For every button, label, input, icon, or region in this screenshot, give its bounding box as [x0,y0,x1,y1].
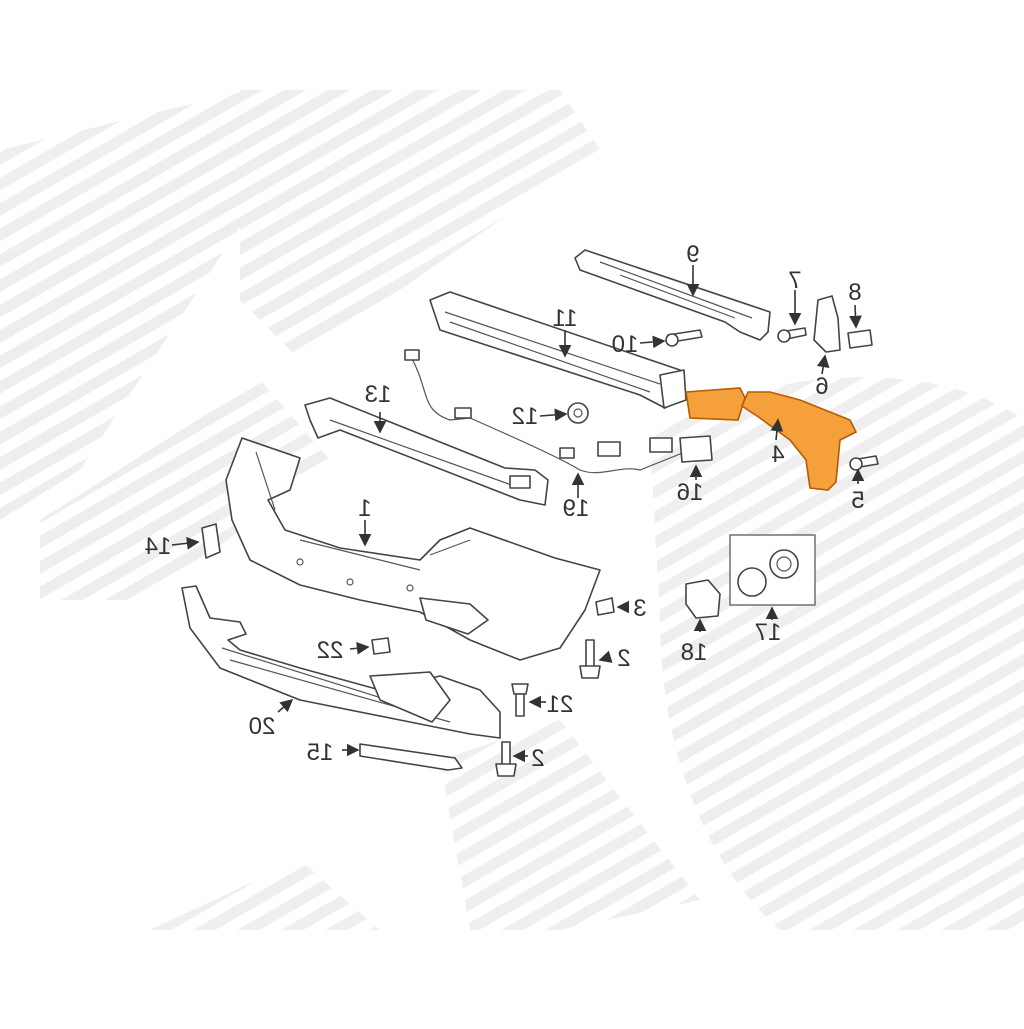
label-11: 11 [553,305,578,332]
label-19: 19 [563,495,590,522]
label-15: 15 [307,739,334,766]
part-9-absorber[interactable] [574,249,771,341]
label-8: 8 [848,279,861,306]
watermark-shape-corner [150,860,380,930]
label-13: 13 [365,381,392,408]
part-19-wiring-harness[interactable] [404,349,691,474]
part-12-nut[interactable] [567,402,589,424]
label-6: 6 [815,373,828,400]
part-17-sensor-set[interactable] [729,534,816,606]
part-14-reflector[interactable] [201,523,221,559]
part-6-bracket[interactable] [813,295,841,353]
label-9: 9 [686,241,699,268]
label-14: 14 [145,533,172,560]
watermark-shape-mid [40,380,330,600]
label-18: 18 [681,639,708,666]
label-10: 10 [612,331,639,358]
label-7: 7 [788,267,801,294]
part-10-bolt[interactable] [665,329,703,347]
part-2-bolt-upper[interactable] [579,639,601,679]
callout-labels: 9 11 10 7 8 6 12 13 4 5 16 19 1 14 3 17 … [145,241,865,772]
label-2-upper: 2 [617,645,630,672]
part-1-bumper-cover[interactable] [225,437,601,661]
part-7-screw[interactable] [777,327,807,343]
leader-lines [171,265,865,763]
label-3: 3 [633,595,646,622]
watermark-shape-right [650,377,1024,931]
part-8-clip[interactable] [847,329,873,349]
label-20: 20 [249,713,276,740]
label-2-lower: 2 [531,745,544,772]
label-1: 1 [358,495,371,522]
part-18-bracket[interactable] [685,579,721,619]
watermark-shape-top [240,90,600,360]
part-3-clip[interactable] [595,597,615,616]
part-4-bracket[interactable] [685,387,858,491]
label-4: 4 [771,441,784,468]
part-22-clip[interactable] [371,637,391,655]
label-5: 5 [851,487,864,514]
part-5-bolt[interactable] [849,455,879,471]
label-12: 12 [512,403,539,430]
part-2-bolt-lower[interactable] [495,741,517,777]
part-20-lower-valance[interactable] [181,585,501,739]
label-21: 21 [547,691,574,718]
label-17: 17 [755,619,782,646]
part-16-sensor[interactable] [679,435,713,463]
part-15-trim-strip[interactable] [359,743,463,771]
part-13-upper-support[interactable] [304,397,549,506]
label-22: 22 [317,637,344,664]
watermark [0,90,1024,931]
label-16: 16 [677,479,704,506]
part-21-bolt[interactable] [511,683,529,717]
watermark-shape-bottom [440,720,700,930]
part-11-reinforcement-beam[interactable] [429,291,687,409]
